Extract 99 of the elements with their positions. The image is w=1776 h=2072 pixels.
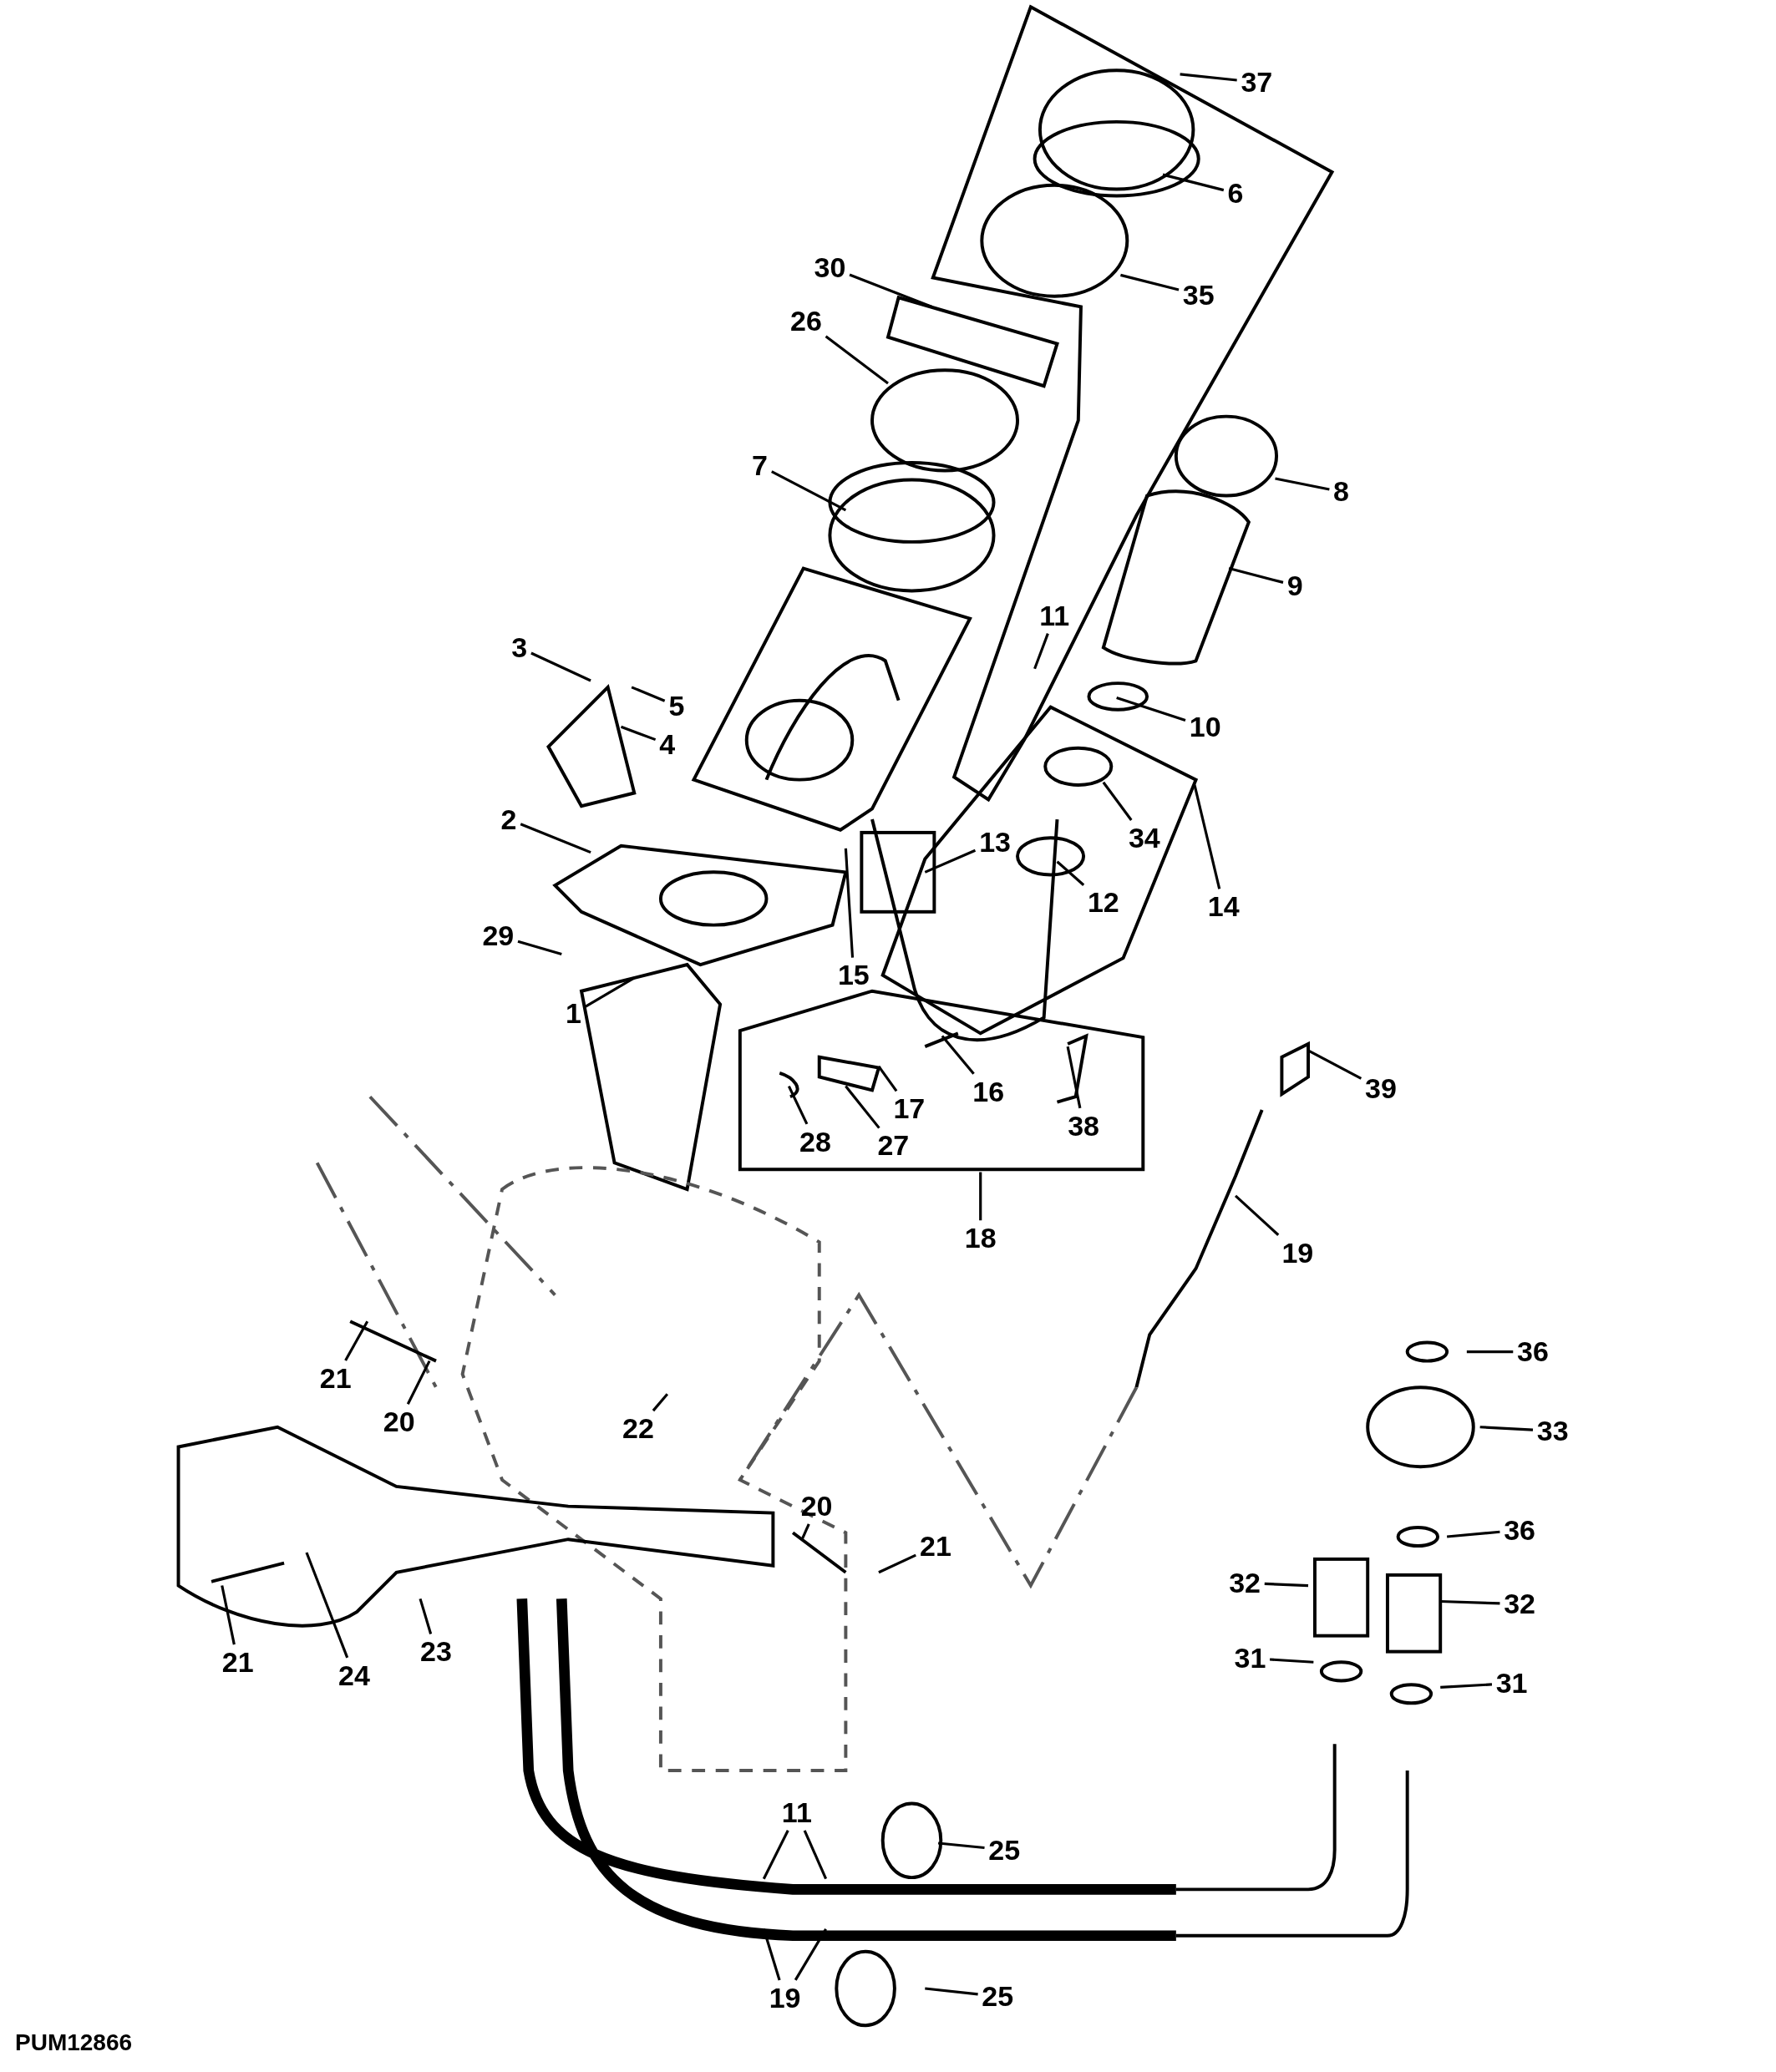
leader-line <box>221 1585 236 1645</box>
leader-line <box>517 940 562 955</box>
callout-number: 22 <box>622 1412 654 1443</box>
leader-line <box>1162 173 1225 192</box>
leader-line <box>845 1085 880 1129</box>
callout-number: 31 <box>1234 1643 1266 1674</box>
callout-number: 35 <box>1182 279 1215 310</box>
leader-line <box>803 1830 828 1880</box>
callout-number: 17 <box>893 1093 926 1124</box>
leader-line <box>1228 567 1284 584</box>
callout-number: 2 <box>500 803 517 834</box>
leader-line <box>1056 860 1085 886</box>
leader-line <box>1270 1658 1314 1664</box>
callout-number: 32 <box>1229 1568 1261 1598</box>
leader-line <box>825 335 889 385</box>
callout-number: 19 <box>1281 1237 1314 1268</box>
callout-number: 7 <box>752 449 768 480</box>
leader-line <box>878 1553 916 1574</box>
callout-number: 21 <box>319 1362 352 1393</box>
callout-number: 26 <box>790 306 822 337</box>
leader-line <box>849 273 932 308</box>
callout-number: 30 <box>814 251 846 282</box>
leader-line <box>979 1172 982 1221</box>
callout-number: 29 <box>482 919 515 950</box>
callout-number: 11 <box>1039 600 1070 631</box>
callout-number: 25 <box>988 1834 1021 1865</box>
leader-line <box>762 1830 789 1880</box>
callout-number: 20 <box>383 1406 415 1437</box>
callout-number: 15 <box>837 960 870 990</box>
leader-line <box>631 686 666 702</box>
leader-line <box>844 848 855 958</box>
callout-number: 36 <box>1504 1514 1535 1545</box>
leader-line <box>1466 1350 1514 1354</box>
leader-line <box>406 1360 431 1405</box>
callout-number: 14 <box>1207 891 1240 922</box>
leader-line <box>941 1035 975 1075</box>
leader-line <box>1446 1530 1500 1538</box>
callout-number: 37 <box>1241 67 1273 98</box>
leader-line <box>1440 1683 1493 1689</box>
callout-number: 31 <box>1495 1668 1528 1699</box>
leader-line <box>1264 1582 1309 1588</box>
callout-number: 23 <box>420 1636 452 1667</box>
leader-line <box>1440 1599 1500 1605</box>
callout-number: 21 <box>920 1530 951 1561</box>
leader-line <box>620 725 657 742</box>
leader-line <box>937 1841 985 1850</box>
callout-number: 18 <box>964 1223 997 1254</box>
callout-number: 32 <box>1504 1588 1535 1619</box>
callout-number: 20 <box>800 1491 833 1522</box>
callout-number: 9 <box>1286 570 1303 600</box>
leader-line <box>1307 1049 1362 1080</box>
leader-line <box>530 651 591 682</box>
leader-line <box>1275 477 1330 491</box>
callout-number: 10 <box>1189 712 1221 742</box>
callout-number: 24 <box>338 1659 370 1690</box>
leader-line <box>1120 273 1180 291</box>
leader-line <box>652 1393 669 1412</box>
leader-line <box>1116 697 1186 722</box>
leader-line <box>787 1085 809 1125</box>
callout-number: 13 <box>979 826 1012 857</box>
leader-line <box>771 470 847 512</box>
callout-number: 11 <box>781 1797 812 1828</box>
leader-line <box>794 1928 827 1981</box>
callout-number: 39 <box>1365 1073 1397 1104</box>
leader-line <box>344 1320 369 1361</box>
leader-line <box>877 1065 898 1092</box>
callout-number: 33 <box>1536 1416 1569 1446</box>
leader-line <box>1234 1194 1280 1236</box>
leader-line <box>584 976 636 1008</box>
callout-number: 5 <box>668 690 685 721</box>
leader-line <box>305 1552 349 1659</box>
leader-line <box>1033 633 1049 670</box>
callout-number: 12 <box>1087 887 1119 918</box>
callout-number: 8 <box>1333 476 1349 507</box>
callout-number: 34 <box>1128 822 1160 853</box>
callout-number: 16 <box>972 1076 1005 1107</box>
leader-line <box>800 1523 810 1540</box>
leader-line <box>924 849 977 874</box>
callout-number: 3 <box>511 632 528 663</box>
callout-number: 36 <box>1517 1336 1549 1367</box>
leader-line <box>1193 784 1221 889</box>
callout-number: 21 <box>221 1646 254 1677</box>
leader-line <box>1479 1426 1534 1431</box>
leader-line <box>1102 781 1133 821</box>
callout-number: 1 <box>566 998 581 1029</box>
leader-line <box>419 1598 433 1634</box>
leader-line <box>1180 73 1237 82</box>
callout-number: 19 <box>769 1982 801 2013</box>
callout-number: 28 <box>799 1126 831 1157</box>
callout-number: 25 <box>982 1981 1014 2012</box>
leader-line <box>1066 1046 1082 1109</box>
leader-line <box>762 1928 781 1981</box>
leader-line <box>925 1987 978 1996</box>
callout-number: 27 <box>877 1130 910 1161</box>
leader-line <box>520 823 591 854</box>
figure-code: PUM12866 <box>15 2029 133 2056</box>
callout-number: 4 <box>659 728 676 759</box>
callout-number: 38 <box>1068 1110 1099 1141</box>
callout-number: 6 <box>1227 177 1244 208</box>
